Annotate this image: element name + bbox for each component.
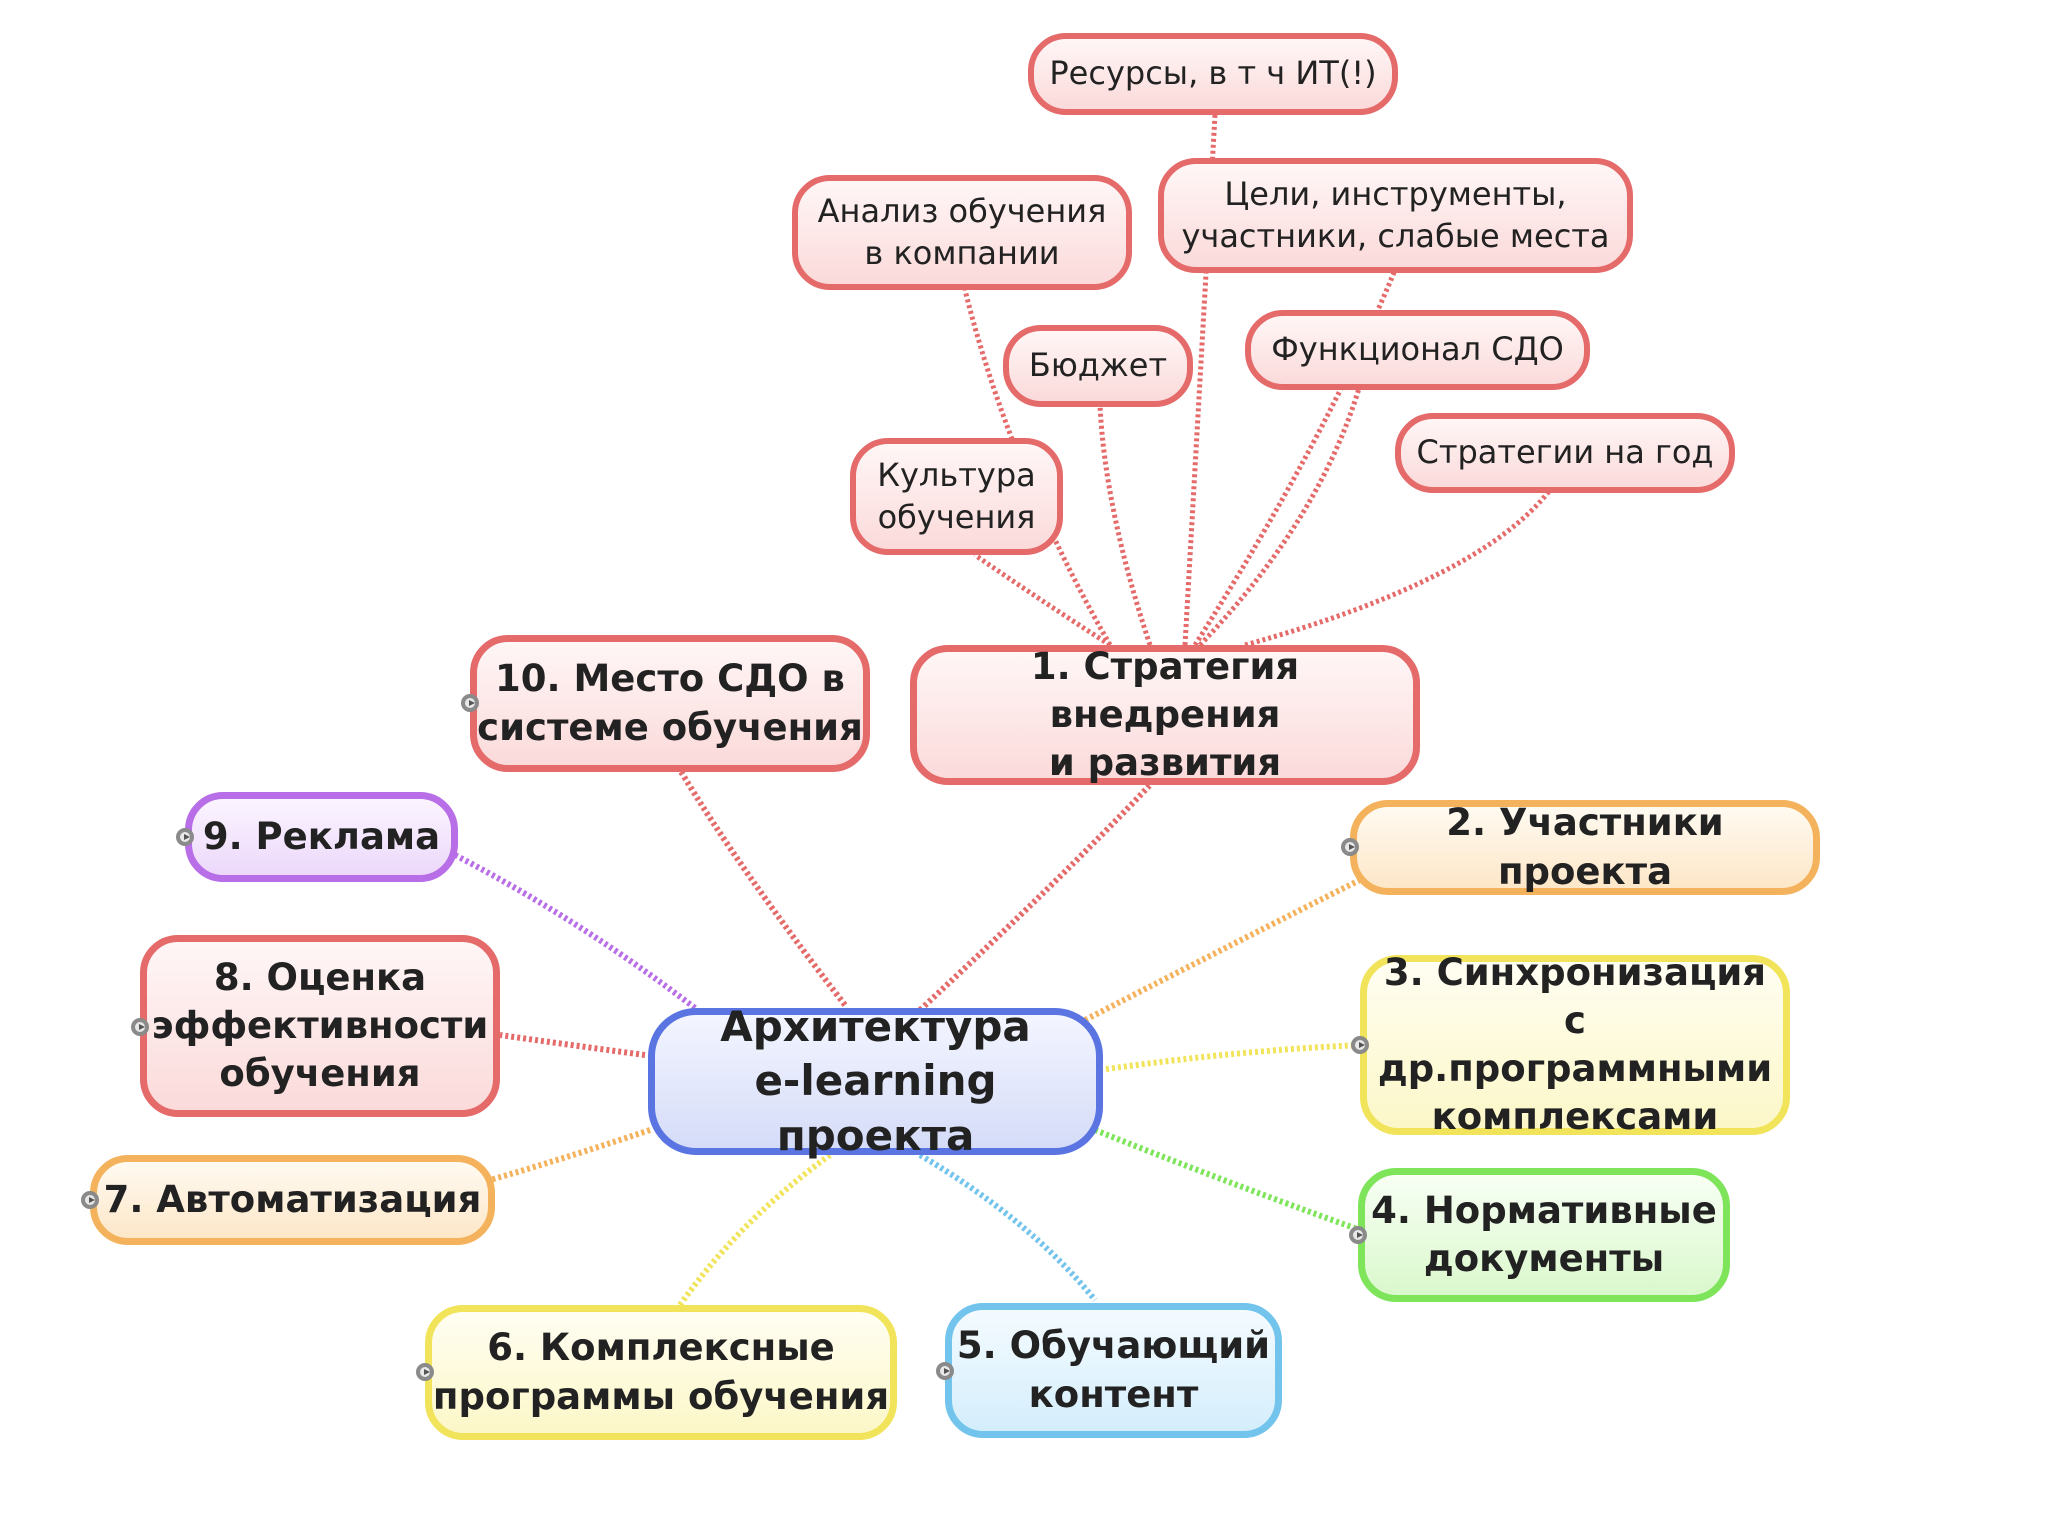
branch-synchronization[interactable]: 3. Синхронизация с др.программными компл…	[1360, 951, 1790, 1138]
branch-regulatory-documents[interactable]: 4. Нормативные документы	[1358, 1168, 1730, 1302]
link-branch-6	[677, 1152, 832, 1307]
branch-automation[interactable]: 7. Автоматизация	[90, 1155, 495, 1245]
link-branch-7	[489, 1127, 651, 1183]
central-topic[interactable]: Архитектура e-learning проекта	[648, 1002, 1103, 1160]
branch-participants[interactable]: 2. Участники проекта	[1350, 800, 1820, 895]
link-branch-5	[918, 1152, 1098, 1302]
link-branch-1	[917, 782, 1153, 1013]
expand-toggle-icon[interactable]	[461, 694, 479, 712]
link-branch-9	[453, 852, 697, 1011]
branch-strategy[interactable]: 1. Стратегия внедрения и развития	[910, 645, 1420, 785]
link-branch-4	[1093, 1127, 1362, 1233]
expand-toggle-icon[interactable]	[1341, 838, 1359, 856]
expand-toggle-icon[interactable]	[936, 1362, 954, 1380]
link-sub-5	[1198, 384, 1363, 647]
subtopic-lms-functionality[interactable]: Функционал СДО	[1245, 310, 1590, 390]
branch-lms-place[interactable]: 10. Место СДО в системе обучения	[470, 635, 870, 772]
subtopic-learning-culture[interactable]: Культура обучения	[850, 438, 1063, 555]
expand-toggle-icon[interactable]	[1351, 1036, 1369, 1054]
link-branch-3	[1099, 1042, 1363, 1073]
link-sub-6	[1244, 488, 1552, 648]
expand-toggle-icon[interactable]	[81, 1191, 99, 1209]
link-sub-4	[1097, 404, 1153, 646]
expand-toggle-icon[interactable]	[416, 1363, 434, 1381]
subtopic-training-analysis[interactable]: Анализ обучения в компании	[792, 175, 1132, 290]
subtopic-annual-strategy[interactable]: Стратегии на год	[1395, 413, 1735, 493]
branch-advertising[interactable]: 9. Реклама	[185, 792, 458, 882]
link-sub-7	[973, 552, 1112, 648]
link-branch-2	[1083, 877, 1362, 1023]
link-branch-8	[499, 1032, 646, 1058]
branch-effectiveness[interactable]: 8. Оценка эффективности обучения	[140, 935, 500, 1117]
link-branch-10	[677, 768, 848, 1007]
subtopic-budget[interactable]: Бюджет	[1003, 325, 1193, 407]
expand-toggle-icon[interactable]	[131, 1018, 149, 1036]
subtopic-resources[interactable]: Ресурсы, в т ч ИТ(!)	[1028, 33, 1398, 115]
branch-complex-programs[interactable]: 6. Комплексные программы обучения	[425, 1305, 897, 1440]
expand-toggle-icon[interactable]	[1349, 1226, 1367, 1244]
subtopic-goals-tools[interactable]: Цели, инструменты, участники, слабые мес…	[1158, 158, 1633, 273]
branch-learning-content[interactable]: 5. Обучающий контент	[945, 1303, 1282, 1438]
expand-toggle-icon[interactable]	[176, 828, 194, 846]
